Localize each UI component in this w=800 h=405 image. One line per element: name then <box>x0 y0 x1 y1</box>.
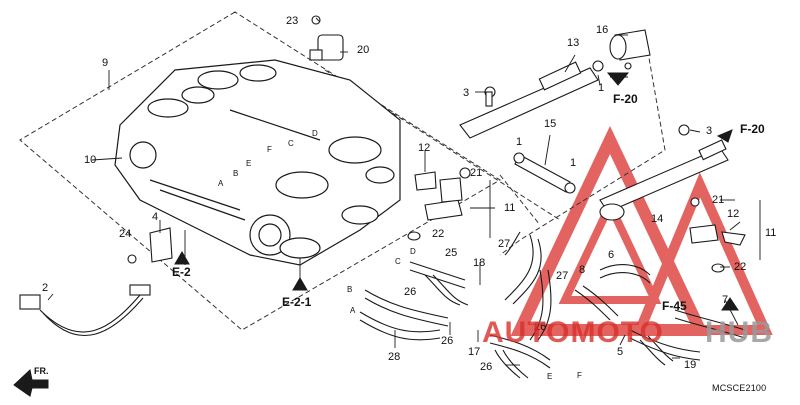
part-label-12b: 12 <box>727 208 740 220</box>
front-label: FR. <box>34 366 49 376</box>
letter-a-1: A <box>218 179 224 188</box>
part-label-3a: 3 <box>463 87 470 99</box>
part-label-1a: 1 <box>598 82 605 94</box>
part-label-3b: 3 <box>706 125 713 137</box>
part-label-10: 10 <box>84 154 97 166</box>
letter-f-1: F <box>267 145 272 154</box>
arrows <box>13 72 739 397</box>
letter-d-1: D <box>312 129 318 138</box>
regulator-16 <box>609 29 651 70</box>
letter-e-1: E <box>246 159 252 168</box>
ref-f-20-a: F-20 <box>613 92 638 106</box>
part-label-15: 15 <box>544 118 557 130</box>
letter-b-1: B <box>233 169 239 178</box>
fuel-rail-14 <box>599 124 729 221</box>
part-label-18: 18 <box>473 257 486 269</box>
pipe-15 <box>513 152 576 194</box>
injector-11-left <box>407 167 471 241</box>
part-label-11b: 11 <box>765 227 777 239</box>
part-label-25: 25 <box>445 247 458 259</box>
part-label-24: 24 <box>119 228 132 240</box>
part-label-22b: 22 <box>734 261 747 273</box>
part-label-4: 4 <box>152 211 159 223</box>
part-label-9: 9 <box>102 57 109 69</box>
part-label-22a: 22 <box>432 228 445 240</box>
part-label-16: 16 <box>596 24 609 36</box>
part-label-6: 6 <box>608 249 615 261</box>
ref-f-45: F-45 <box>662 299 687 313</box>
part-label-12a: 12 <box>418 142 431 154</box>
part-label-27a: 27 <box>498 238 511 250</box>
part-label-27b: 27 <box>556 270 569 282</box>
part-label-7: 7 <box>722 294 729 306</box>
part-label-23: 23 <box>286 15 299 27</box>
part-label-8: 8 <box>579 264 586 276</box>
ref-e-2-1: E-2-1 <box>282 295 312 309</box>
part-label-26b: 26 <box>441 335 454 347</box>
part-label-5: 5 <box>617 346 624 358</box>
part-label-21a: 21 <box>470 167 483 179</box>
sensor-20 <box>309 15 344 61</box>
part-label-28: 28 <box>388 351 401 363</box>
letter-e-2: E <box>547 372 553 381</box>
throttle-body-assembly <box>114 59 401 266</box>
cable-2 <box>19 284 151 336</box>
part-label-26a: 26 <box>404 286 417 298</box>
ref-e-2: E-2 <box>172 265 191 279</box>
watermark-text-right: HUB <box>705 316 773 349</box>
bracket-4 <box>127 227 173 264</box>
part-label-17: 17 <box>468 346 481 358</box>
letter-f-2: F <box>577 371 582 380</box>
letter-a-2: A <box>350 306 356 315</box>
letter-c-2: C <box>395 257 401 266</box>
part-label-19: 19 <box>684 359 697 371</box>
ref-f-20-b: F-20 <box>740 122 765 136</box>
part-label-14: 14 <box>651 213 664 225</box>
injector-11-right <box>689 197 746 273</box>
part-label-26d: 26 <box>534 321 547 333</box>
part-label-1c: 1 <box>570 157 577 169</box>
part-label-11a: 11 <box>504 202 516 214</box>
watermark-text-left: AUTOMOTO <box>482 316 664 349</box>
part-label-13: 13 <box>567 37 580 49</box>
part-label-1b: 1 <box>516 136 523 148</box>
fuel-rail-13 <box>459 60 604 139</box>
part-label-20: 20 <box>357 44 370 56</box>
hoses <box>359 231 746 379</box>
part-label-26c: 26 <box>480 361 493 373</box>
letter-c-1: C <box>288 139 294 148</box>
watermark-logo <box>510 125 773 336</box>
part-label-21b: 21 <box>712 194 725 206</box>
letter-b-2: B <box>347 285 353 294</box>
letter-d-2: D <box>410 247 416 256</box>
diagram-code: MCSCE2100 <box>712 383 767 393</box>
part-label-2: 2 <box>42 282 49 294</box>
